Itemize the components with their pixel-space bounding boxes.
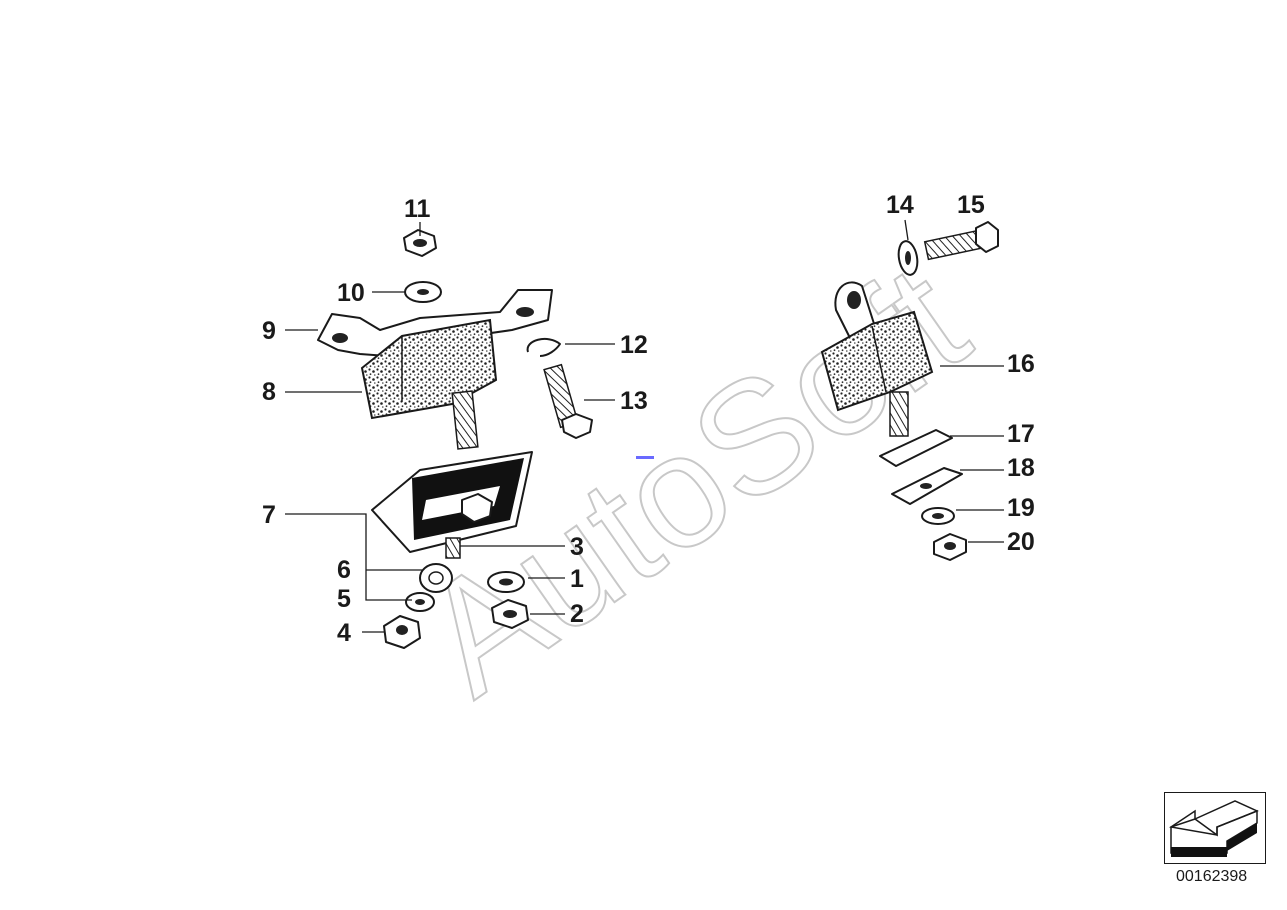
- part-washer-1: [487, 571, 525, 593]
- callout-6: 6: [337, 556, 351, 584]
- callout-11: 11: [404, 195, 431, 223]
- callout-1: 1: [570, 565, 584, 593]
- callout-19: 19: [1007, 494, 1035, 522]
- part-washer-10: [404, 281, 442, 303]
- part-rubber-mount-16: [820, 281, 934, 437]
- callout-20: 20: [1007, 528, 1035, 556]
- callout-18: 18: [1007, 454, 1035, 482]
- callout-16: 16: [1007, 350, 1035, 378]
- part-rubber-mount-8: [360, 318, 498, 450]
- callout-2: 2: [570, 600, 584, 628]
- part-bolt-13: [543, 363, 593, 439]
- leader-lines: [285, 219, 1004, 633]
- part-bracket-9: [317, 289, 553, 357]
- part-nut-11: [403, 229, 437, 257]
- part-lock-washer-12: [526, 337, 561, 357]
- callout-14: 14: [886, 191, 914, 219]
- callout-9: 9: [262, 317, 276, 345]
- callout-4: 4: [337, 619, 351, 647]
- callout-17: 17: [1007, 420, 1035, 448]
- callout-12: 12: [620, 331, 648, 359]
- part-stud-3: [445, 537, 461, 559]
- callout-5: 5: [337, 585, 351, 613]
- callout-15: 15: [957, 191, 985, 219]
- arrow-icon: [1169, 800, 1259, 857]
- part-washer-19: [921, 507, 955, 525]
- part-nut-4: [383, 615, 421, 649]
- callout-7: 7: [262, 501, 276, 529]
- part-plate-17: [879, 429, 953, 467]
- part-nut-2: [491, 599, 529, 629]
- callout-13: 13: [620, 387, 648, 415]
- part-bolt-15: [923, 221, 999, 261]
- part-spring-washer-5: [405, 592, 435, 612]
- part-mount-bracket-7: [371, 451, 533, 553]
- part-washer-14: [897, 240, 919, 276]
- marker-dash: [636, 456, 654, 459]
- direction-indicator: [1164, 792, 1266, 864]
- callouts: 1 2 3 4 5 6 7 8 9 10 11 12 13 14 15 16 1…: [262, 191, 1035, 647]
- callout-8: 8: [262, 378, 276, 406]
- part-nut-20: [933, 533, 967, 561]
- diagram-id: 00162398: [1176, 868, 1248, 885]
- part-plate-18: [891, 467, 963, 505]
- part-washer-6: [419, 563, 453, 593]
- callout-10: 10: [337, 279, 365, 307]
- callout-3: 3: [570, 533, 584, 561]
